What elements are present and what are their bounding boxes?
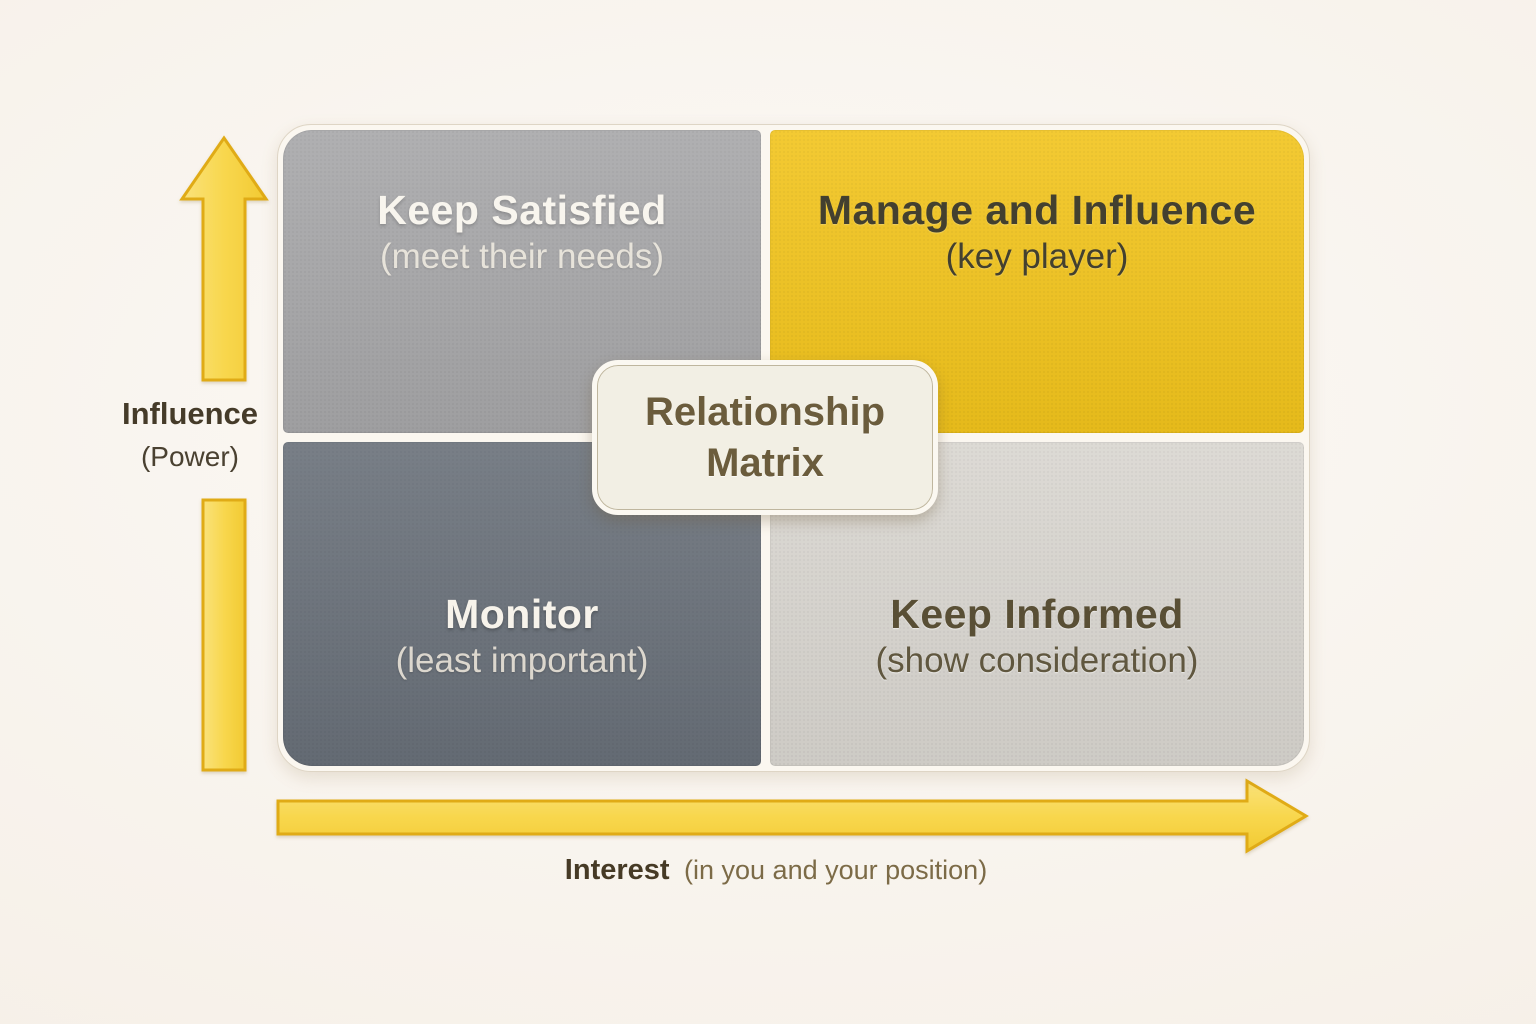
quadrant-title: Keep Informed	[890, 591, 1184, 637]
quadrant-subtitle: (least important)	[395, 641, 649, 680]
center-title-line1: Relationship	[644, 389, 886, 434]
quadrant-title: Monitor	[445, 591, 599, 637]
quadrant-title: Keep Satisfied	[377, 187, 667, 233]
y-axis-label: Influence (Power)	[95, 396, 285, 474]
y-axis-subtitle: (Power)	[140, 441, 239, 472]
y-axis-title: Influence	[121, 396, 259, 431]
quadrant-subtitle: (show consideration)	[875, 641, 1199, 680]
x-axis-title: Interest	[564, 854, 670, 886]
quadrant-title: Manage and Influence	[817, 187, 1257, 233]
x-axis-label: Interest (in you and your position)	[476, 854, 1076, 887]
x-axis-subtitle: (in you and your position)	[684, 855, 988, 885]
quadrant-monitor: Monitor (least important)	[283, 442, 761, 766]
y-axis-arrow-tail	[201, 498, 247, 772]
quadrant-subtitle: (meet their needs)	[379, 237, 665, 276]
quadrant-subtitle: (key player)	[945, 237, 1129, 276]
matrix-frame: Keep Satisfied (meet their needs) Manage…	[277, 124, 1310, 772]
center-title-line2: Matrix	[706, 440, 824, 485]
x-axis-arrow-icon	[276, 778, 1309, 854]
y-axis-arrow-head-icon	[179, 135, 269, 382]
quadrant-keep-informed: Keep Informed (show consideration)	[770, 442, 1304, 766]
matrix-center-title-box: Relationship Matrix	[592, 360, 938, 515]
